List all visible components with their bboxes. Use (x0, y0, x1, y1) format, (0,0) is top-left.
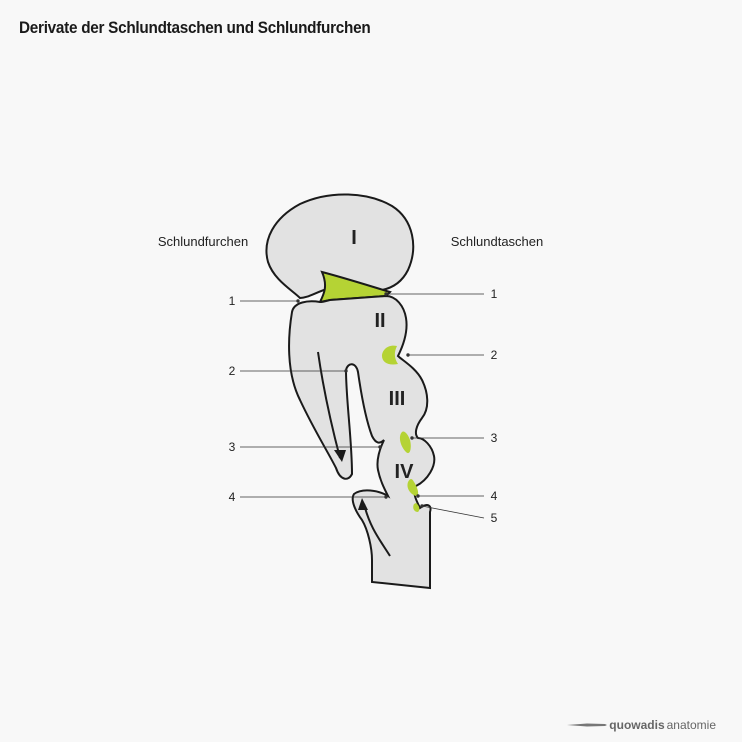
pouch-2-highlight (382, 345, 398, 365)
left-number-1: 1 (229, 294, 236, 308)
groove-arrow-upper (317, 351, 341, 459)
pouch-4-highlight (407, 479, 419, 496)
arrowhead-up (358, 498, 368, 510)
right-number-5: 5 (491, 511, 498, 525)
arch-4-label: IV (395, 461, 415, 483)
pouch-5-highlight (413, 503, 420, 512)
left-number-3: 3 (229, 440, 236, 454)
left-number-2: 2 (229, 364, 236, 378)
right-number-2: 2 (491, 348, 498, 362)
left-number-4: 4 (229, 490, 236, 504)
right-leaders (384, 292, 485, 519)
arrowhead-down (334, 450, 346, 462)
arch-2-label: II (374, 310, 385, 332)
right-number-4: 4 (491, 489, 498, 503)
left-leaders (240, 299, 388, 499)
right-number-3: 3 (491, 431, 498, 445)
scalpel-icon (567, 723, 608, 727)
brand-name-rest: anatomie (666, 718, 716, 732)
pouch-3-highlight (399, 431, 411, 454)
arch-3-label: III (389, 388, 406, 410)
page-title: Derivate der Schlundtaschen und Schlundf… (19, 18, 371, 37)
arch-1-label: I (351, 227, 357, 249)
pharynx-body (288, 294, 436, 590)
brand-logo: quowadis anatomie (567, 718, 716, 732)
right-heading: Schlundtaschen (451, 234, 544, 249)
brand-name-bold: quowadis (609, 718, 665, 732)
right-number-1: 1 (491, 287, 498, 301)
left-heading: Schlundfurchen (158, 234, 248, 249)
